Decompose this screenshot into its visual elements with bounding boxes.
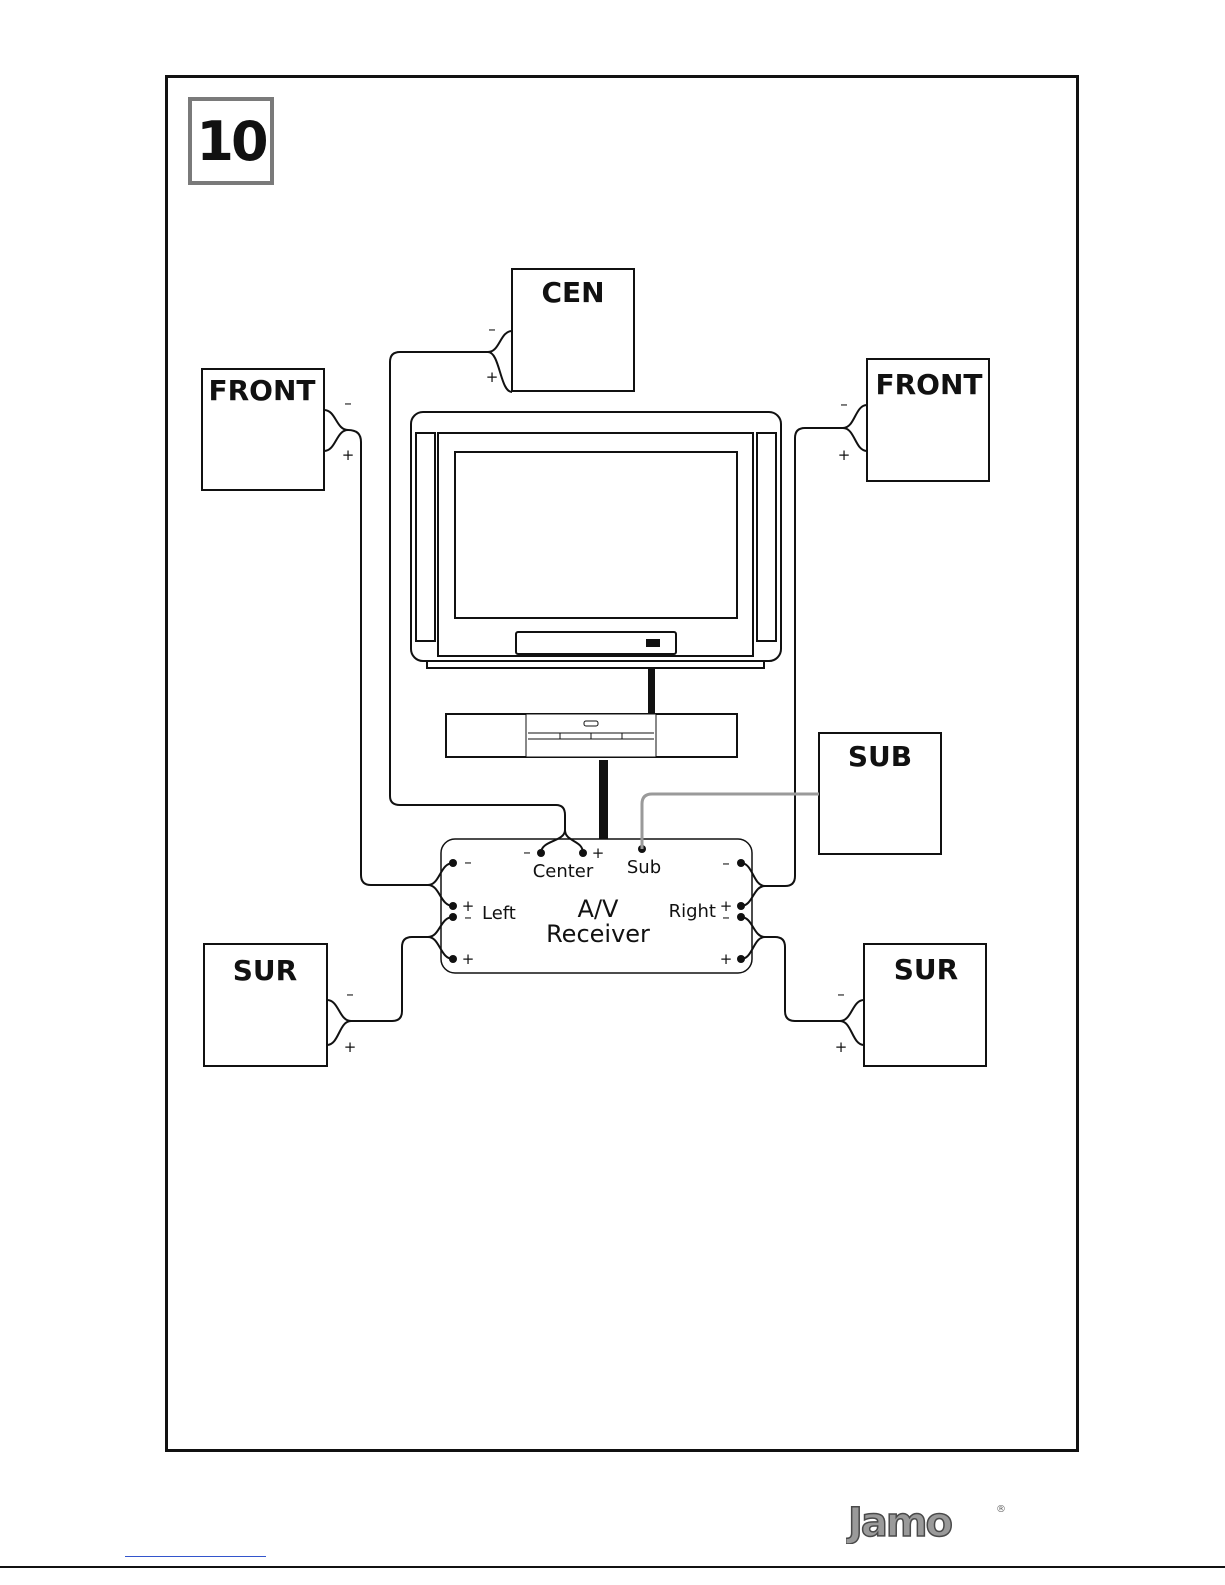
terminal-surround-right-minus: – (722, 908, 730, 926)
speaker-front-right-label: FRONT (875, 368, 982, 401)
speaker-front-right: FRONT – + (838, 359, 989, 481)
front-right-plus-label: + (838, 446, 851, 464)
terminal-surround-left-minus: – (464, 908, 472, 926)
center-plus-label: + (486, 368, 499, 386)
speaker-center-label: CEN (541, 276, 604, 309)
terminal-center-plus: + (592, 844, 605, 862)
bottom-rule (0, 1566, 1225, 1568)
receiver-right-label: Right (669, 901, 716, 922)
receiver-sub-label: Sub (627, 857, 661, 878)
trademark-symbol: ® (996, 1504, 1006, 1515)
terminal-front-right-minus: – (722, 854, 730, 872)
footer-link-underline[interactable] (125, 1556, 266, 1557)
surround-left-minus-label: – (346, 985, 354, 1003)
receiver-left-label: Left (482, 903, 516, 924)
receiver-center-label: Center (533, 861, 594, 882)
front-right-minus-label: – (840, 395, 848, 413)
speaker-surround-right: SUR – + (835, 944, 986, 1066)
front-left-plus-label: + (342, 446, 355, 464)
terminal-center-minus: – (523, 843, 531, 861)
dvd-player-illustration (446, 714, 737, 840)
speaker-center: CEN – + (486, 269, 634, 391)
av-receiver: A/V Receiver Left Right Center Sub – + –… (441, 839, 752, 973)
receiver-title-line2: Receiver (546, 920, 650, 948)
wire-surround-right (741, 917, 864, 1045)
front-left-minus-label: – (344, 394, 352, 412)
jamo-logo-text: Jamo (846, 1500, 952, 1544)
tv-illustration (411, 412, 781, 714)
center-minus-label: – (488, 320, 496, 338)
surround-left-plus-label: + (344, 1038, 357, 1056)
speaker-surround-left-label: SUR (233, 954, 297, 987)
speaker-surround-right-label: SUR (894, 953, 958, 986)
jamo-logo: Jamo ® (846, 1498, 1006, 1544)
surround-right-plus-label: + (835, 1038, 848, 1056)
speaker-surround-left: SUR – + (204, 944, 356, 1066)
terminal-surround-left-plus: + (462, 950, 475, 968)
speaker-front-left-label: FRONT (208, 374, 315, 407)
speaker-subwoofer: SUB (819, 733, 941, 854)
surround-right-minus-label: – (837, 985, 845, 1003)
speaker-front-left: FRONT – + (202, 369, 354, 490)
receiver-title-line1: A/V (578, 895, 620, 923)
wire-surround-left (327, 917, 453, 1045)
terminal-front-left-minus: – (464, 853, 472, 871)
speaker-subwoofer-label: SUB (848, 740, 912, 773)
terminal-surround-right-plus: + (720, 950, 733, 968)
